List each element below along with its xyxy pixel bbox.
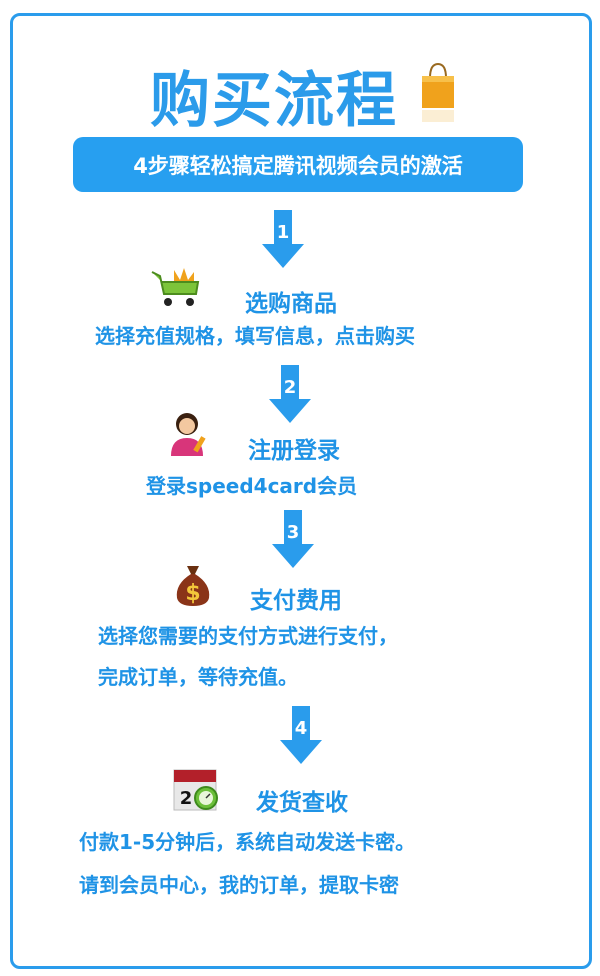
- step-2-label: 注册登录: [248, 438, 340, 464]
- step-4-desc-line-1: 付款1-5分钟后，系统自动发送卡密。: [79, 830, 416, 854]
- money-bag-icon: $: [176, 566, 210, 606]
- step-1-desc: 选择充值规格，填写信息，点击购买: [95, 324, 415, 348]
- svg-text:$: $: [185, 581, 200, 606]
- step-3-arrow: 3: [272, 510, 314, 568]
- shopping-bag-icon: [422, 62, 454, 122]
- step-2-desc: 登录speed4card会员: [146, 474, 358, 498]
- down-arrow-icon: [262, 210, 304, 268]
- page-title: 购买流程: [150, 66, 398, 136]
- step-1-label: 选购商品: [245, 291, 337, 317]
- svg-text:2: 2: [180, 788, 193, 809]
- step-4-label: 发货查收: [256, 790, 348, 816]
- down-arrow-icon: [272, 510, 314, 568]
- step-3-desc-line-1: 选择您需要的支付方式进行支付，: [98, 624, 398, 648]
- step-number: 1: [276, 222, 290, 243]
- down-arrow-icon: [269, 365, 311, 423]
- shopping-cart-icon: [151, 268, 200, 306]
- step-4-desc-line-2: 请到会员中心，我的订单，提取卡密: [79, 873, 399, 897]
- subtitle-banner: 4步骤轻松搞定腾讯视频会员的激活: [73, 137, 523, 192]
- step-3-label: 支付费用: [250, 588, 342, 614]
- calendar-clock-icon: 2: [173, 769, 218, 811]
- step-3-desc-line-2: 完成订单，等待充值。: [98, 665, 298, 689]
- step-4-arrow: 4: [280, 706, 322, 764]
- step-1-arrow: 1: [262, 210, 304, 268]
- down-arrow-icon: [280, 706, 322, 764]
- step-number: 3: [286, 522, 300, 543]
- user-avatar-icon: [171, 413, 206, 456]
- step-2-arrow: 2: [269, 365, 311, 423]
- step-number: 2: [283, 377, 297, 398]
- step-number: 4: [294, 718, 308, 739]
- border-frame: [10, 13, 592, 969]
